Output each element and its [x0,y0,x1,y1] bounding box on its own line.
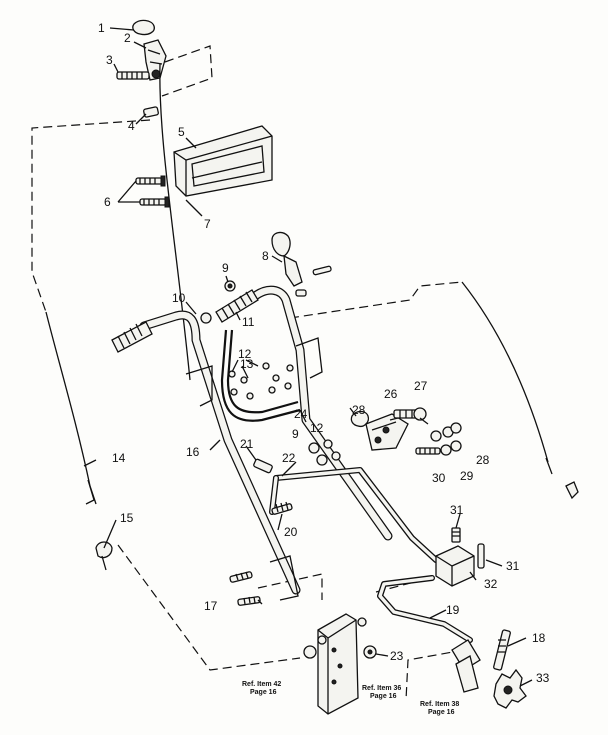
left-cable-part-14 [45,311,97,505]
bracket-parts-31-32 [435,527,485,587]
callout-10: 10 [172,291,186,305]
right-cable [461,281,579,500]
bottom-right-knob [451,629,527,709]
leader-lines [83,27,533,687]
callout-20: 20 [284,525,298,539]
callout-31-right: 31 [506,559,520,573]
control-panel-housing [173,125,273,197]
callout-28-upper: 28 [352,403,366,417]
callout-29: 29 [460,469,474,483]
clip-part-15 [95,541,113,571]
callout-28-lower: 28 [476,453,490,467]
ref-item-36-line1: Ref. Item 36 [362,685,401,692]
callout-19: 19 [446,603,460,617]
callout-3: 3 [106,53,113,67]
ref-item-38-line2: Page 16 [428,709,455,716]
callout-31-upper: 31 [450,503,464,517]
callout-22: 22 [282,451,296,465]
callout-4: 4 [128,119,135,133]
callout-26: 26 [384,387,398,401]
callout-1: 1 [98,21,105,35]
callout-9-lower: 9 [292,427,299,441]
shift-rods [269,467,473,643]
callout-30: 30 [432,471,446,485]
right-lever-assembly [350,407,462,456]
screws-part-17 [229,571,261,606]
callout-12-upper: 12 [238,347,252,361]
callout-18: 18 [532,631,546,645]
callout-23: 23 [390,649,404,663]
callout-27: 27 [414,379,428,393]
callout-11: 11 [242,315,255,329]
handle-tubes [111,285,393,601]
callout-21: 21 [240,437,254,451]
callout-33: 33 [536,671,550,685]
parts-20-21 [253,458,293,515]
callout-32: 32 [484,577,498,591]
callout-14: 14 [112,451,126,465]
ref-item-36-line2: Page 16 [370,693,397,700]
callout-6: 6 [104,195,111,209]
screws-part-6 [117,175,170,208]
callout-8: 8 [262,249,269,263]
bottom-plate [303,613,377,715]
lever-part-8 [271,231,332,297]
mounting-holes [228,362,294,400]
ref-item-38-line1: Ref. Item 38 [420,701,459,708]
washers-center [308,439,341,466]
callout-labels: 1 2 3 4 5 6 7 8 9 10 11 12 13 24 16 26 2… [98,21,550,685]
ref-item-42-line1: Ref. Item 42 [242,681,281,688]
reference-notes: Ref. Item 42 Page 16 Ref. Item 36 Page 1… [242,681,459,716]
callout-13: 13 [240,357,254,371]
ref-item-42-line2: Page 16 [250,689,277,696]
callout-17: 17 [204,599,218,613]
upper-cable [159,63,191,381]
callout-24: 24 [294,407,308,421]
callout-9-upper: 9 [222,261,229,275]
callout-12-lower: 12 [310,421,324,435]
nut-part-9 [200,280,236,324]
callout-15: 15 [120,511,134,525]
callout-5: 5 [178,125,185,139]
callout-16: 16 [186,445,200,459]
callout-2: 2 [124,31,131,45]
callout-7: 7 [204,217,211,231]
pin-part-4 [143,106,159,118]
